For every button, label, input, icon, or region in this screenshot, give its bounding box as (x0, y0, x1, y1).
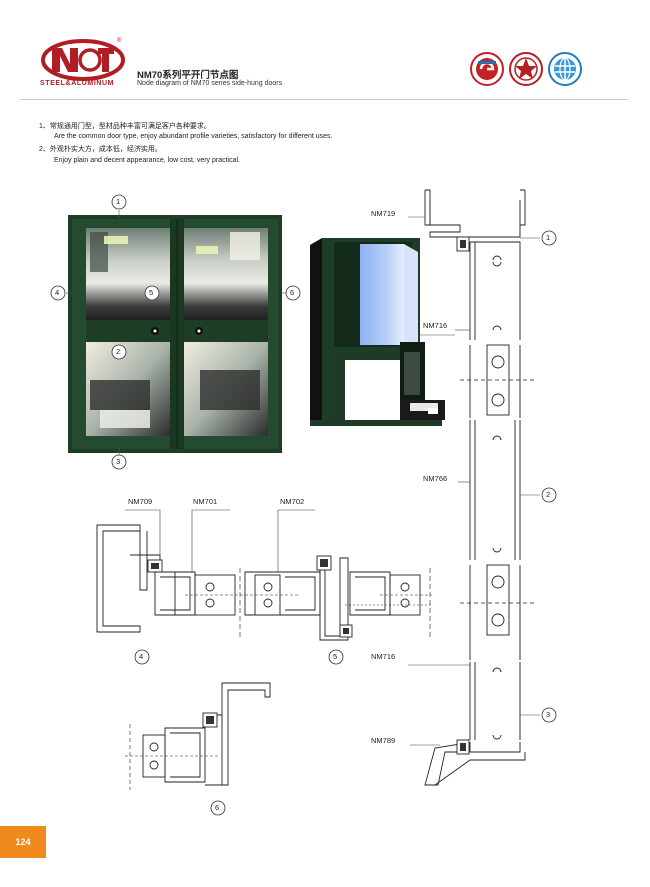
cert-badge-3-icon (548, 52, 582, 86)
marker-5: 5 (149, 288, 154, 297)
section-marker-3: 3 (546, 710, 551, 719)
cert-badge-2-icon (509, 52, 543, 86)
marker-4: 4 (55, 288, 60, 297)
intro-line2-en: Enjoy plain and decent appearance, low c… (54, 157, 240, 164)
page-title-en: Node diagram of NM70 series side-hung do… (137, 80, 283, 87)
section-marker-6: 6 (215, 803, 220, 812)
section-marker-4-circle (134, 649, 150, 665)
label-nm701: NM701 (193, 497, 218, 506)
section-marker-1-circle (541, 230, 557, 246)
label-nm719: NM719 (371, 209, 396, 218)
marker-5-circle (144, 285, 160, 301)
registered-mark: ® (117, 38, 122, 44)
page-title-cn: NM70系列平开门节点图 (137, 70, 239, 81)
label-nm709: NM709 (128, 497, 153, 506)
intro-line1-cn: 1、常规通用门型，型材品种丰富可满足客户各种要求。 (39, 123, 211, 130)
corner-section-3d (310, 238, 445, 426)
marker-1-circle (111, 194, 127, 210)
page-number: 124 (0, 826, 46, 858)
marker-3-circle (111, 454, 127, 470)
label-nm702: NM702 (280, 497, 305, 506)
marker-6-circle (285, 285, 301, 301)
company-logo (41, 39, 125, 81)
vertical-section (424, 189, 535, 786)
intro-line1-en: Are the common door type, enjoy abundant… (54, 133, 333, 140)
door-illustration (68, 215, 282, 453)
label-nm716-bottom: NM716 (371, 652, 396, 661)
marker-3: 3 (116, 457, 121, 466)
intro-line2-cn: 2、外观朴实大方，成本低，经济实用。 (39, 146, 162, 153)
section-marker-5-circle (328, 649, 344, 665)
section-marker-3-circle (541, 707, 557, 723)
brand-text: STEEL&ALUMINUM (40, 80, 115, 87)
label-nm789: NM789 (371, 736, 396, 745)
horizontal-section (96, 524, 432, 641)
marker-1: 1 (116, 197, 121, 206)
certification-badges (470, 52, 582, 86)
marker-4-circle (50, 285, 66, 301)
section-marker-2: 2 (546, 490, 551, 499)
section-marker-4: 4 (139, 652, 144, 661)
label-nm766: NM766 (423, 474, 448, 483)
section-6 (125, 682, 271, 790)
marker-2: 2 (116, 347, 121, 356)
header-divider (20, 99, 628, 100)
section-marker-5: 5 (333, 652, 338, 661)
cert-badge-1-icon (470, 52, 504, 86)
section-marker-6-circle (210, 800, 226, 816)
marker-2-circle (111, 344, 127, 360)
section-marker-2-circle (541, 487, 557, 503)
label-nm716-top: NM716 (423, 321, 448, 330)
section-marker-1: 1 (546, 233, 551, 242)
marker-6: 6 (290, 288, 295, 297)
